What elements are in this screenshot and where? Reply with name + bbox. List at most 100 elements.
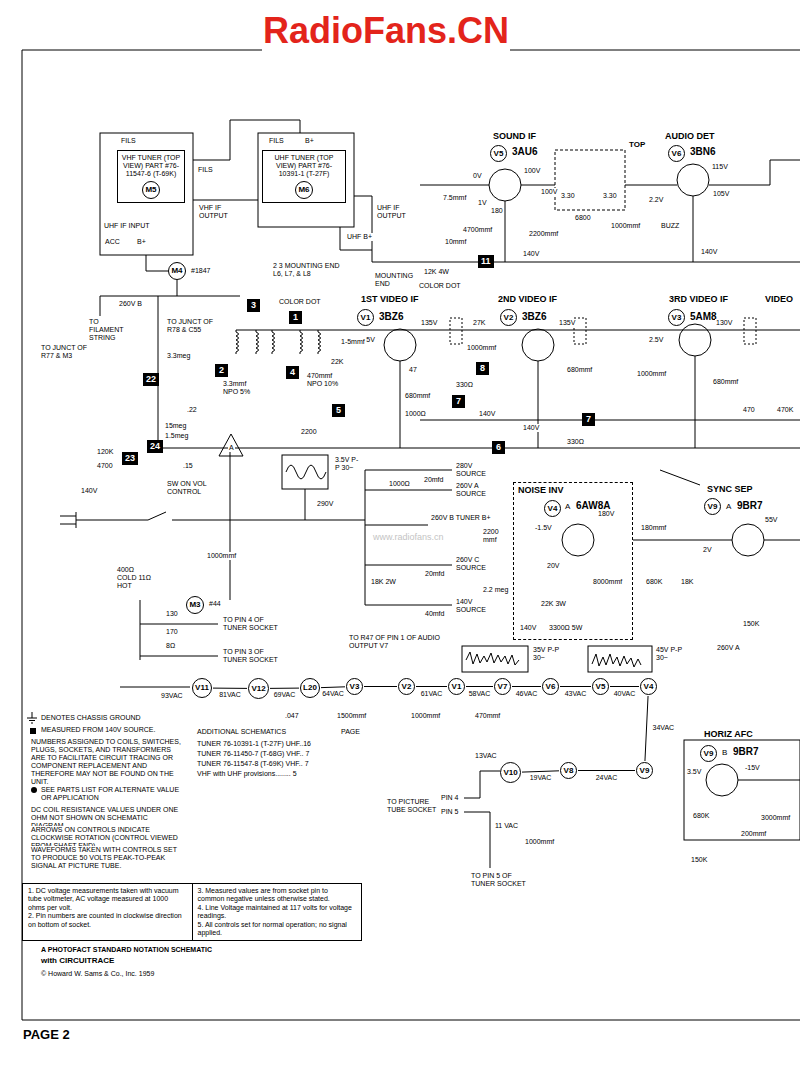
reference-circle: M4 [168,262,186,280]
label-text: NUMBERS ASSIGNED TO COILS, SWITCHES, PLU… [30,738,182,786]
label-text: 135V [420,319,438,327]
label-text: 180V [597,510,615,518]
node-text: V4 [644,683,654,691]
label-text: 5AM8 [689,311,718,323]
schematic-wire [400,356,800,448]
label-text: MEASURED FROM 140V SOURCE. [40,726,156,734]
label-text: 18K [680,578,694,586]
reference-circle: V11 [192,678,212,698]
reference-circle: V3 [346,678,363,695]
label-text: 170 [165,628,179,636]
label-text: 115V [711,163,729,171]
callout-number: 23 [122,452,138,465]
label-text: 1500mmf [336,712,367,720]
edge-label: 64VAC [321,690,345,698]
filament-wire [416,686,447,687]
schematic-wire [140,600,218,660]
node-text: 4 [290,368,295,377]
node-text: M6 [298,186,309,194]
node-text: 3 [251,301,256,310]
label-text: 2V [702,546,713,554]
filament-wire [645,696,648,761]
bus-wire [155,448,800,449]
tube-envelope [677,164,709,196]
reference-circle: V9 [700,745,717,762]
label-text: FILS [268,137,285,145]
label-text: 3.3meg [166,352,191,360]
reference-circle: V5 [490,145,507,162]
label-text: AUDIO DET [664,131,716,141]
label-text: ACC [104,238,121,246]
label-text: 20mfd [424,570,445,578]
callout-number: 7 [452,395,465,408]
label-text: 3AU6 [511,146,539,158]
waveform [592,654,641,667]
tuner-box: VHF TUNER (TOP VIEW) PART #76-11547-6 (T… [117,150,185,203]
node-text: 7 [586,415,591,424]
label-text: 1000mmf [466,344,497,352]
label-text: 3.5V [686,768,702,776]
edge-label: 34VAC [652,724,676,732]
label-text: 1000mmf [410,712,441,720]
label-text: 200mmf [740,830,767,838]
tube-envelope [522,329,554,361]
label-text: TO FILAMENT STRING [88,318,135,342]
reference-circle: V8 [560,762,577,779]
node-text: V8 [564,767,574,775]
tuner-housing [100,133,193,255]
label-text: 3.30 [560,192,576,200]
reference-circle: V1 [448,678,465,695]
label-text: 3300Ω 5W [548,624,583,632]
node-text: V2 [504,314,514,322]
reference-circle: L20 [300,678,320,698]
label-text: A [725,502,732,511]
callout-number: 6 [492,441,505,454]
schematic-wire [100,255,240,448]
reference-circle: M3 [186,596,204,614]
waveform [466,652,519,665]
label-text: 260V A SOURCE [455,482,497,498]
filament-wire [213,688,247,689]
label-text: 400Ω COLD 11Ω HOT [116,566,156,590]
edge-label: 19VAC [529,774,553,782]
label-text: 20V [546,562,560,570]
tube-envelope [706,764,738,796]
label-text: 100V [540,188,558,196]
edge-label: 58VAC [468,690,492,698]
edge-label: 46VAC [515,690,539,698]
callout-number: 4 [286,366,299,379]
label-text: 2.5V [648,336,664,344]
reference-circle: V9 [704,498,721,515]
label-text: 2 3 MOUNTING END L6, L7, & L8 [272,262,344,278]
waveform-box [588,646,652,672]
label-text: 0V [472,172,483,180]
reference-circle: V7 [494,678,511,695]
label-text: 680mmf [712,378,739,386]
label-text: 47 [408,366,418,374]
node-text: 2. Pin numbers are counted in clockwise … [28,912,187,929]
label-text: TO PIN 3 OF TUNER SOCKET [222,648,286,664]
label-text: 330Ω [566,438,585,446]
label-text: 20mfd [423,476,444,484]
node-text: M3 [189,601,200,609]
label-text: 45V P-P 30~ [655,646,685,662]
label-text: .047 [284,712,300,720]
reference-circle: V12 [248,678,269,699]
label-text: 2200mmf [528,230,559,238]
label-text: PIN 5 [440,808,460,816]
filament-wire [270,688,299,689]
transformer-can [744,318,756,344]
stage-box: NOISE INVV4 [513,482,633,640]
waveform-box [462,646,528,672]
label-text: 680mmf [566,366,593,374]
label-text: 6800 [574,214,592,222]
node-text: NOISE INV [518,486,628,496]
label-text: 120K [96,448,114,456]
schematic-wire [193,120,800,262]
node-text: 8 [480,364,485,373]
label-text: 470 [742,406,756,414]
node-text: V3 [672,314,682,322]
label-text: SEE PARTS LIST FOR ALTERNATE VALUE OR AP… [40,786,182,802]
label-text: 140V [522,424,540,432]
label-text: 1000mmf [636,370,667,378]
